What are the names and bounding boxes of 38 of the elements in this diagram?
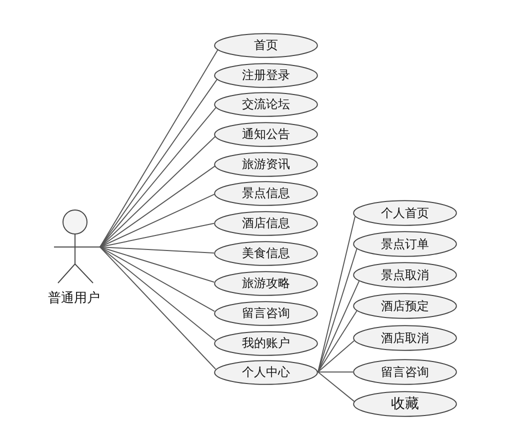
association-line: [100, 136, 216, 248]
association-line: [100, 106, 216, 248]
use-case-ellipse: 旅游攻略: [214, 270, 318, 296]
use-case-ellipse: 景点信息: [214, 180, 318, 206]
association-line: [100, 194, 215, 248]
use-case-ellipse: 交流论坛: [214, 92, 318, 116]
use-case-ellipse: 留言咨询: [353, 359, 457, 385]
use-case-ellipse: 个人中心: [214, 360, 318, 384]
association-line: [318, 248, 358, 372]
association-line: [318, 340, 355, 372]
use-case-ellipse: 收藏: [353, 391, 457, 417]
association-line: [318, 216, 356, 372]
use-case-ellipse: 美食信息: [214, 240, 318, 266]
association-line: [318, 280, 360, 372]
actor-label: 普通用户: [47, 290, 101, 307]
association-line: [318, 310, 358, 372]
use-case-ellipse: 酒店取消: [353, 325, 457, 351]
association-line: [100, 246, 215, 312]
association-line: [100, 222, 214, 248]
association-line: [100, 166, 216, 248]
association-line: [318, 372, 355, 402]
use-case-ellipse: 旅游资讯: [214, 152, 318, 176]
association-line: [100, 78, 218, 248]
use-case-ellipse: 首页: [214, 32, 318, 58]
use-case-ellipse: 景点订单: [353, 231, 457, 257]
use-case-ellipse: 景点取消: [353, 262, 457, 288]
use-case-ellipse: 通知公告: [214, 122, 318, 146]
association-line: [100, 246, 216, 370]
use-case-ellipse: 酒店预定: [353, 293, 457, 319]
association-line: [100, 246, 214, 254]
use-case-ellipse: 我的账户: [214, 330, 318, 356]
use-case-ellipse: 酒店信息: [214, 210, 318, 236]
association-line: [100, 246, 215, 283]
association-line: [100, 49, 218, 248]
use-case-ellipse: 个人首页: [353, 200, 457, 226]
association-line: [100, 246, 216, 341]
use-case-ellipse: 注册登录: [214, 62, 318, 88]
use-case-ellipse: 留言咨询: [214, 300, 318, 326]
